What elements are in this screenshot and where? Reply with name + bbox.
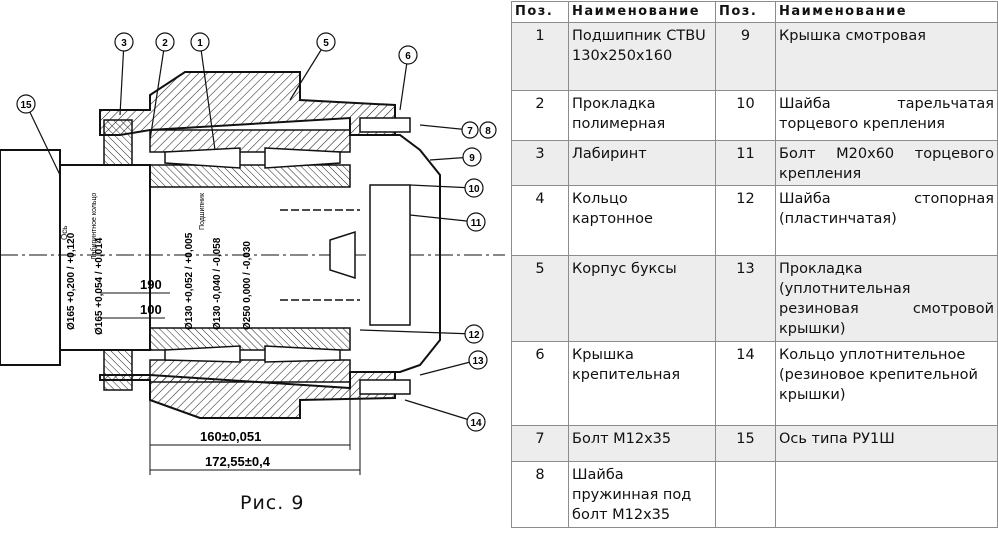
name-cell: Кольцо картонное [568,185,716,256]
name-cell: Подшипник CTBU 130x250x160 [568,22,716,91]
callouts [16,32,497,432]
name-cell: Прокладка (уплотнительная резиновая смот… [775,255,998,342]
name-cell: Шайба тарельчатая торцевого крепления [775,90,998,141]
label-labyrinth: Лабиринтное кольцо [90,193,98,260]
name-cell: Лабиринт [568,140,716,186]
header-name-1: Наименование [568,1,716,23]
name-cell: Шайба пружинная под болт М12х35 [568,461,716,528]
pos-cell: 2 [511,90,569,141]
dim-172: 172,55±0,4 [205,454,271,469]
pos-cell: 10 [715,90,776,141]
table-row: 8 Шайба пружинная под болт М12х35 [511,461,998,528]
label-bearing: Подшипник [199,192,206,230]
name-cell: Корпус буксы [568,255,716,342]
name-cell: Шайба стопорная (пластинчатая) [775,185,998,256]
table-row: 2 Прокладка полимерная 10 Шайба тарельча… [511,90,998,141]
callout-7: 7 [467,126,473,137]
pos-cell: 5 [511,255,569,342]
callout-9: 9 [469,153,475,164]
callout-15: 15 [20,100,32,111]
header-name-2: Наименование [775,1,998,23]
name-cell: Ось типа РУ1Ш [775,425,998,462]
callout-2: 2 [162,38,168,49]
callout-5: 5 [323,38,329,49]
dim-100: 100 [140,302,162,317]
pos-cell: 13 [715,255,776,342]
pos-cell: 1 [511,22,569,91]
pos-cell: 15 [715,425,776,462]
callout-6: 6 [405,51,411,62]
table-row: 4 Кольцо картонное 12 Шайба стопорная (п… [511,185,998,256]
pos-cell: 4 [511,185,569,256]
callout-8: 8 [485,126,491,137]
bearings [149,129,351,383]
pos-cell: 11 [715,140,776,186]
pos-cell: 6 [511,341,569,426]
bore-dia-1: Ø130 +0,052 / +0,005 [184,232,195,330]
callout-10: 10 [468,184,480,195]
table-row: 1 Подшипник CTBU 130x250x160 9 Крышка см… [511,22,998,91]
parts-table: Поз. Наименование Поз. Наименование 1 По… [511,1,998,528]
table-row: 7 Болт М12х35 15 Ось типа РУ1Ш [511,425,998,462]
callout-1: 1 [197,38,203,49]
name-cell: Болт М20х60 торцевого крепления [775,140,998,186]
table-row: 5 Корпус буксы 13 Прокладка (уплотнитель… [511,255,998,342]
dim-160: 160±0,051 [200,429,261,444]
callout-12: 12 [468,330,480,341]
callout-13: 13 [472,356,484,367]
header-pos-1: Поз. [511,1,569,23]
header-pos-2: Поз. [715,1,776,23]
table-row: 3 Лабиринт 11 Болт М20х60 торцевого креп… [511,140,998,186]
axle-dia-1: Ø165 +0,200 / +0,120 [66,232,77,330]
pos-cell: 12 [715,185,776,256]
front-cover [280,117,441,395]
table-row: 6 Крышка крепительная 14 Кольцо уплотнит… [511,341,998,426]
axlebox-drawing: 160±0,051 172,55±0,4 190 100 Ø165 +0,200… [0,32,505,475]
name-cell: Прокладка полимерная [568,90,716,141]
pos-cell: 14 [715,341,776,426]
name-cell [775,461,998,528]
name-cell: Крышка смотровая [775,22,998,91]
pos-cell: 7 [511,425,569,462]
name-cell: Болт М12х35 [568,425,716,462]
bore-dia-2: Ø130 -0,040 / -0,058 [212,237,223,330]
axle-dia-2: Ø165 +0,054 / +0,014 [94,237,105,335]
callout-14: 14 [470,418,482,429]
label-axle: Ось [60,226,69,240]
dim-190: 190 [140,277,162,292]
name-cell: Кольцо уплотнительное (резиновое крепите… [775,341,998,426]
axle [0,149,505,366]
figure-caption: Рис. 9 [240,492,305,514]
table-header: Поз. Наименование Поз. Наименование [511,1,998,23]
pos-cell: 3 [511,140,569,186]
dimension-lines [59,175,361,475]
pos-cell: 8 [511,461,569,528]
pos-cell [715,461,776,528]
pos-cell: 9 [715,22,776,91]
outer-dia: Ø250 0,000 / -0,030 [242,241,253,330]
callout-labels: 15 3 2 1 5 6 7 8 9 10 11 12 13 14 [20,38,491,429]
callout-3: 3 [121,38,127,49]
name-cell: Крышка крепительная [568,341,716,426]
callout-11: 11 [471,218,482,229]
